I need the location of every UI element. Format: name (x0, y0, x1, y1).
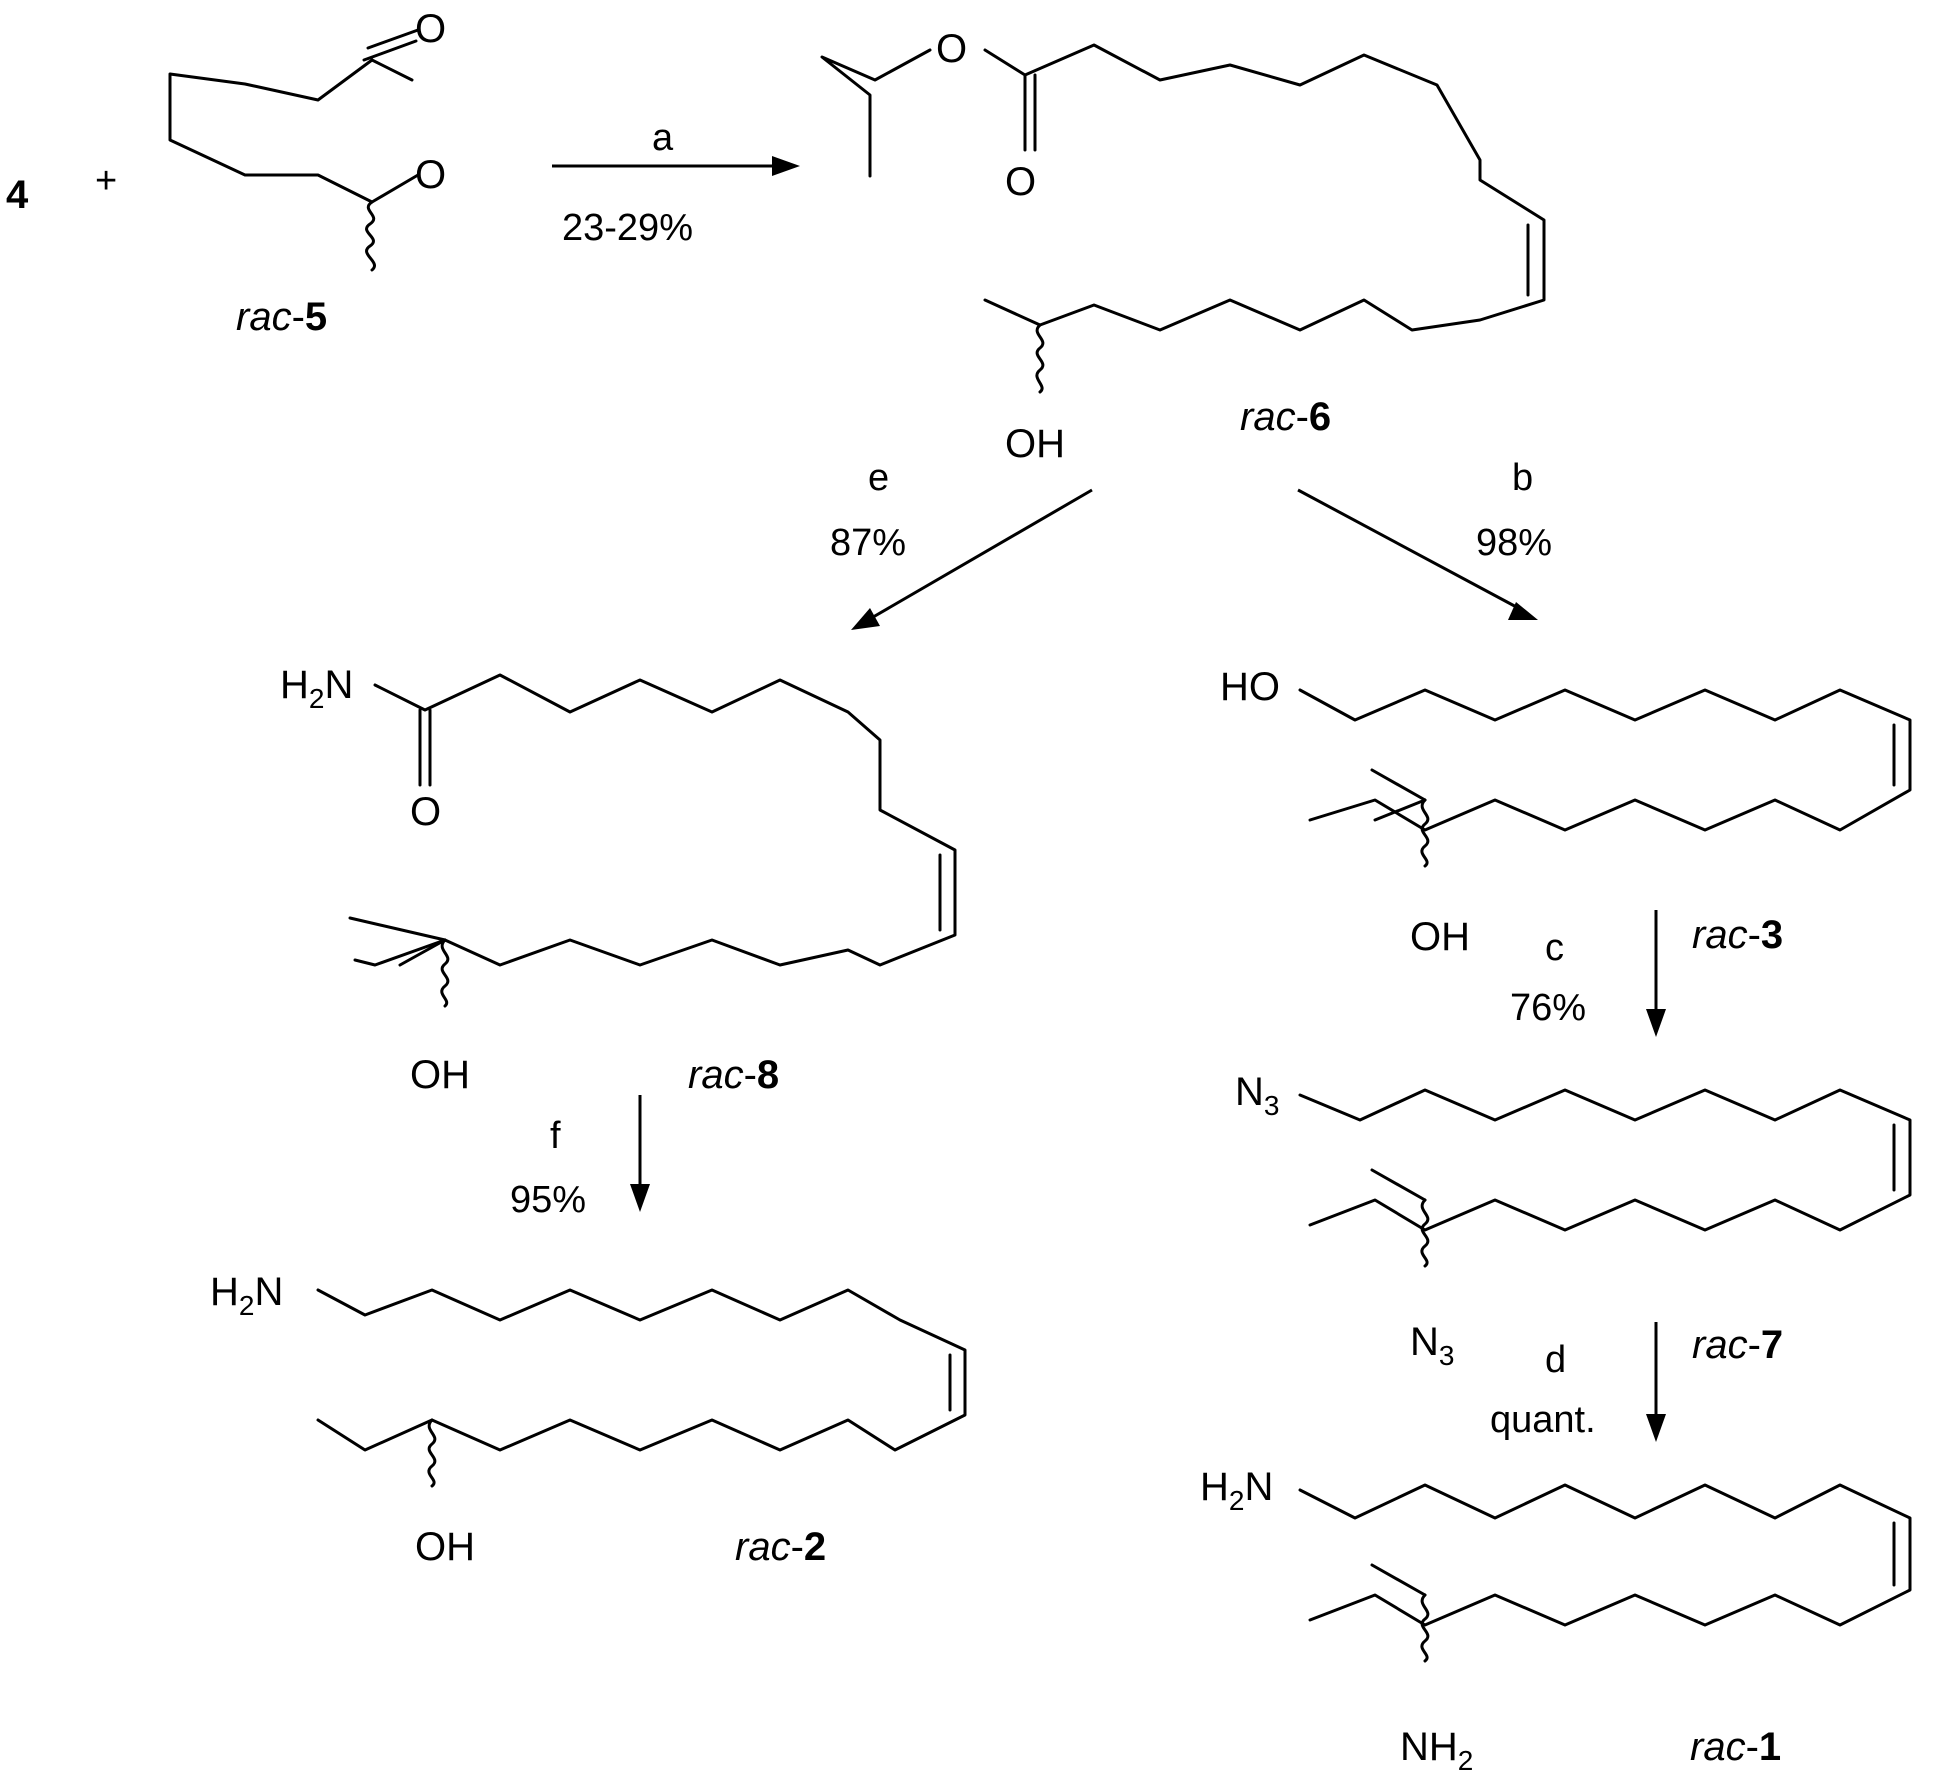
condition-e: e (868, 457, 889, 499)
secondary-hydroxy: OH (1410, 915, 1470, 959)
structure-rac-8: H2N O OH (280, 663, 957, 1097)
structure-rac-1: H2N NH2 (1200, 1465, 1912, 1774)
condition-d: d (1545, 1339, 1566, 1381)
arrow-step-e: e 87% (830, 457, 1093, 630)
condition-b: b (1512, 457, 1533, 499)
reactant-label: 4 (6, 173, 29, 217)
arrow-step-f: f 95% (510, 1095, 650, 1221)
label-rac-8: rac-8 (688, 1053, 779, 1097)
label-rac-6: rac-6 (1240, 395, 1331, 439)
secondary-azide: N3 (1410, 1320, 1454, 1371)
plus-sign: + (95, 160, 117, 202)
terminal-azide: N3 (1235, 1070, 1279, 1121)
yield-a: 23-29% (562, 207, 693, 249)
arrow-step-a: a 23-29% (552, 117, 800, 249)
structure-rac-7: N3 N3 (1235, 1070, 1912, 1371)
label-rac-5: rac-5 (236, 295, 327, 339)
structure-rac-3: HO OH (1220, 665, 1912, 959)
arrow-step-d: d quant. (1490, 1322, 1666, 1442)
yield-e: 87% (830, 522, 906, 564)
condition-c: c (1545, 927, 1564, 969)
yield-f: 95% (510, 1179, 586, 1221)
ring-oxygen: O (415, 153, 446, 197)
amide-nh2: H2N (280, 663, 353, 714)
label-rac-2: rac-2 (735, 1525, 826, 1569)
condition-f: f (550, 1115, 561, 1157)
structure-rac-5: O O (168, 7, 446, 272)
ester-carbonyl-oxygen: O (1005, 160, 1036, 204)
arrow-step-c: c 76% (1510, 910, 1666, 1037)
carbonyl-oxygen: O (415, 7, 446, 51)
label-rac-1: rac-1 (1690, 1725, 1781, 1769)
arrow-step-b: b 98% (1297, 457, 1552, 620)
ester-oxygen: O (936, 27, 967, 71)
label-rac-3: rac-3 (1692, 913, 1783, 957)
yield-b: 98% (1476, 522, 1552, 564)
secondary-amine: NH2 (1400, 1725, 1473, 1774)
hydroxy-group: OH (410, 1053, 470, 1097)
amine-nh2: H2N (210, 1270, 283, 1321)
hydroxy-group: OH (1005, 422, 1065, 466)
label-rac-7: rac-7 (1692, 1323, 1783, 1367)
amide-oxygen: O (410, 790, 441, 834)
structure-rac-6: O O OH (820, 27, 1546, 466)
yield-d: quant. (1490, 1399, 1596, 1441)
structure-rac-2: H2N OH (210, 1270, 967, 1569)
yield-c: 76% (1510, 987, 1586, 1029)
condition-a: a (652, 117, 674, 159)
primary-hydroxy: HO (1220, 665, 1280, 709)
terminal-amine: H2N (1200, 1465, 1273, 1516)
hydroxy-group: OH (415, 1525, 475, 1569)
